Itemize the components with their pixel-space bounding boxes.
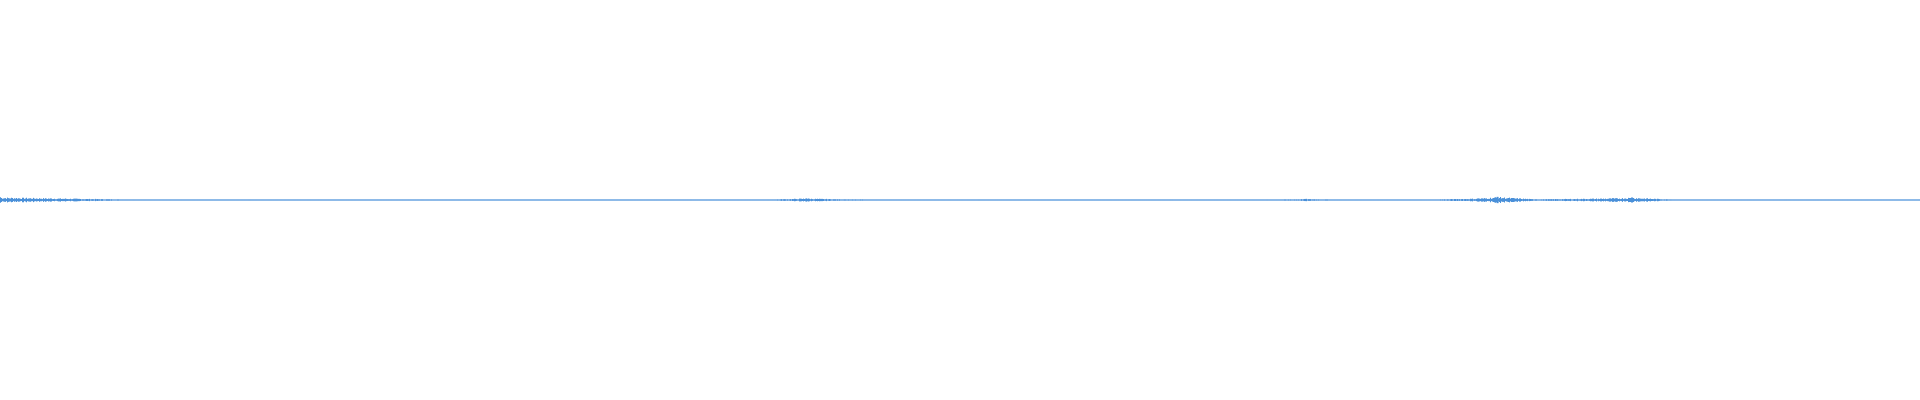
waveform-panel	[0, 196, 1920, 204]
waveform-chart	[0, 196, 1920, 204]
